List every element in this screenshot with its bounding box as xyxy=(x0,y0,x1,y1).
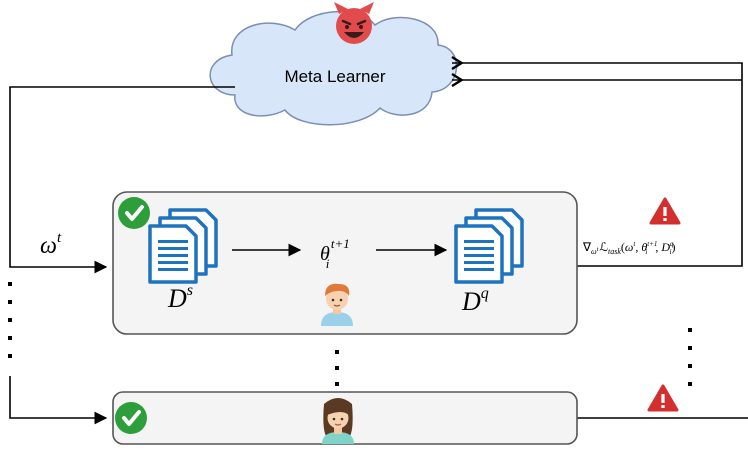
female-user-icon xyxy=(322,398,354,444)
query-set-label: Dq xyxy=(461,285,489,316)
omega-flow-arrow xyxy=(9,86,235,274)
omega-flow-arrow-2 xyxy=(9,376,108,425)
middle-ellipsis-dots xyxy=(335,350,339,386)
documents-icon xyxy=(454,208,524,284)
documents-icon xyxy=(148,208,218,284)
right-ellipsis-dots xyxy=(688,328,692,386)
warning-triangle-icon xyxy=(647,384,679,412)
meta-learner-label: Meta Learner xyxy=(284,67,385,86)
devil-face-icon xyxy=(334,2,374,44)
check-circle-icon xyxy=(115,402,147,434)
male-user-icon xyxy=(321,283,353,326)
omega-label: ωt xyxy=(40,230,62,259)
check-circle-icon xyxy=(118,197,150,229)
warning-triangle-icon xyxy=(649,197,681,225)
support-set-label: Ds xyxy=(167,282,193,313)
gradient-feedback-arrow xyxy=(451,55,743,267)
meta-learner-cloud: Meta Learner xyxy=(209,10,458,126)
left-ellipsis-dots xyxy=(8,282,12,358)
